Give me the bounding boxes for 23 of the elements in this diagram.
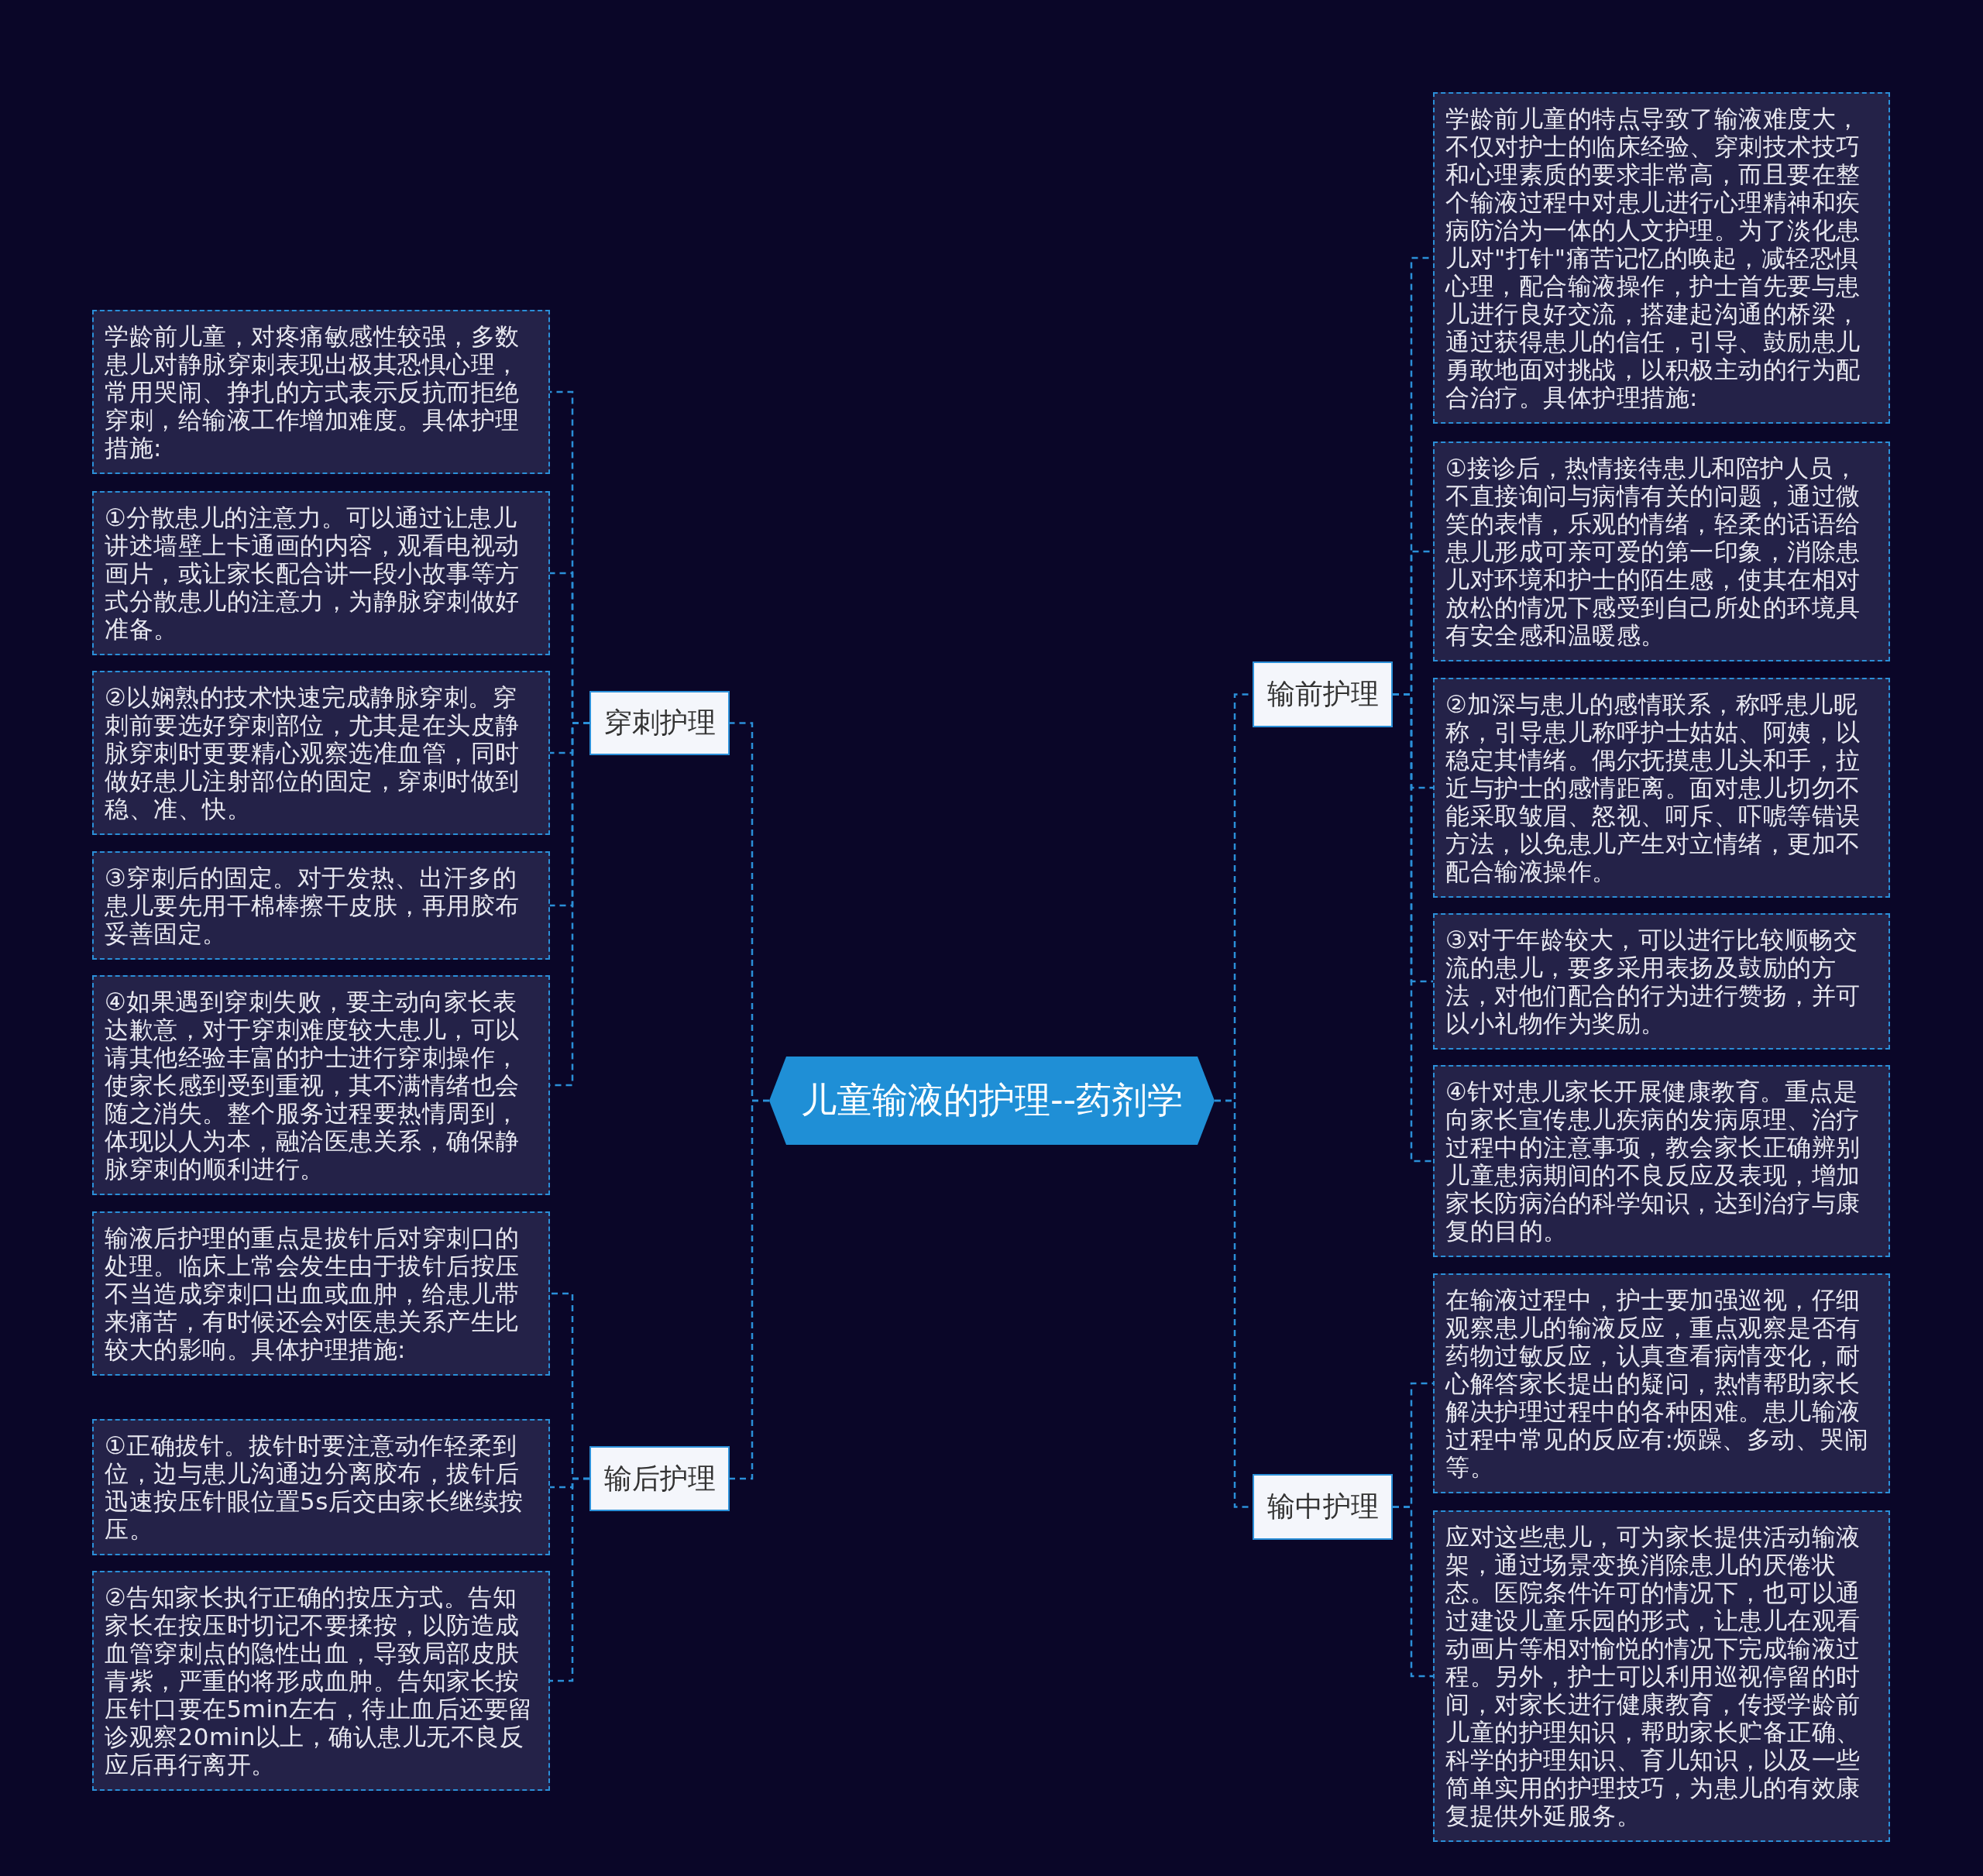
- note-box: ②以娴熟的技术快速完成静脉穿刺。穿刺前要选好穿刺部位，尤其是在头皮静脉穿刺时更要精心观察选准血管，同时做好患儿注射部位的固定，穿刺时做到稳、准、快。: [92, 671, 550, 835]
- note-box: ④针对患儿家长开展健康教育。重点是向家长宣传患儿疾病的发病原理、治疗过程中的注意事项，教会家长正确辨别儿童患病期间的不良反应及表现，增加家长防病治的科学知识，达到治疗与康复的目的。: [1433, 1065, 1890, 1257]
- note-box: ②告知家长执行正确的按压方式。告知家长在按压时切记不要揉按，以防造成血管穿刺点的隐性出血，导致局部皮肤青紫，严重的将形成血肿。告知家长按压针口要在5min左右，待止血后还要留诊观察20min以上，确认患儿无不良反应后再行离开。: [92, 1571, 550, 1791]
- branch-box: 输中护理: [1253, 1474, 1393, 1540]
- note-box: ③穿刺后的固定。对于发热、出汗多的患儿要先用干棉棒擦干皮肤，再用胶布妥善固定。: [92, 851, 550, 960]
- connector: [1393, 1506, 1433, 1678]
- note-box: 输液后护理的重点是拔针后对穿刺口的处理。临床上常会发生由于拔针后按压不当造成穿刺口出血或血肿，给患儿带来痛苦，有时候还会对医患关系产生比较大的影响。具体护理措施:: [92, 1211, 550, 1376]
- note-box: ①分散患儿的注意力。可以通过让患儿讲述墙壁上卡通画的内容，观看电视动画片，或让家长配合讲一段小故事等方式分散患儿的注意力，为静脉穿刺做好准备。: [92, 491, 550, 655]
- topic-hexagon: 儿童输液的护理--药剂学: [769, 1057, 1215, 1145]
- note-box: 在输液过程中，护士要加强巡视，仔细观察患儿的输液反应，重点观察是否有药物过敏反应，认真查看病情变化，耐心解答家长提出的疑问，热情帮助家长解决护理过程中的各种困难。患儿输液过程中常见的反应有:烦躁、多动、哭闹等。: [1433, 1273, 1890, 1493]
- note-box: ④如果遇到穿刺失败，要主动向家长表达歉意，对于穿刺难度较大患儿，可以请其他经验丰富的护士进行穿刺操作，使家长感到受到重视，其不满情绪也会随之消失。整个服务过程要热情周到，体现以人为本，融洽医患关系，确保静脉穿刺的顺利进行。: [92, 975, 550, 1195]
- note-box: 应对这些患儿，可为家长提供活动输液架，通过场景变换消除患儿的厌倦状态。医院条件许可的情况下，也可以通过建设儿童乐园的形式，让患儿在观看动画片等相对愉悦的情况下完成输液过程。另外，护士可以利用巡视停留的时间，对家长进行健康教育，传授学龄前儿童的护理知识，帮助家长贮备正确、科学的护理知识、育儿知识，以及一些简单实用的护理技巧，为患儿的有效康复提供外延服务。: [1433, 1510, 1890, 1842]
- note-box: ①接诊后，热情接待患儿和陪护人员，不直接询问与病情有关的问题，通过微笑的表情，乐观的情绪，轻柔的话语给患儿形成可亲可爱的第一印象，消除患儿对环境和护士的陌生感，使其在相对放松的情况下感受到自己所处的环境具有安全感和温暖感。: [1433, 442, 1890, 661]
- note-box: ①正确拔针。拔针时要注意动作轻柔到位，边与患儿沟通边分离胶布，拔针后迅速按压针眼位置5s后交由家长继续按压。: [92, 1419, 550, 1555]
- note-box: ②加深与患儿的感情联系，称呼患儿昵称，引导患儿称呼护士姑姑、阿姨，以稳定其情绪。偶尔抚摸患儿头和手，拉近与护士的感情距离。面对患儿切勿不能采取皱眉、怒视、呵斥、吓唬等错误方法，以免患儿产生对立情绪，更加不配合输液操作。: [1433, 678, 1890, 898]
- branch-box: 输前护理: [1253, 661, 1393, 727]
- note-box: 学龄前儿童的特点导致了输液难度大，不仅对护士的临床经验、穿刺技术技巧和心理素质的要求非常高，而且要在整个输液过程中对患儿进行心理精神和疾病防治为一体的人文护理。为了淡化患儿对"打针"痛苦记忆的唤起，减轻恐惧心理，配合输液操作，护士首先要与患儿进行良好交流，搭建起沟通的桥梁，通过获得患儿的信任，引导、鼓励患儿勇敢地面对挑战，以积极主动的行为配合治疗。具体护理措施:: [1433, 92, 1890, 424]
- note-box: ③对于年龄较大，可以进行比较顺畅交流的患儿，要多采用表扬及鼓励的方法，对他们配合的行为进行赞扬，并可以小礼物作为奖励。: [1433, 913, 1890, 1050]
- connector: [730, 1099, 769, 1480]
- connector: [550, 1477, 589, 1682]
- note-box: 学龄前儿童，对疼痛敏感性较强，多数患儿对静脉穿刺表现出极其恐惧心理，常用哭闹、挣扎的方式表示反抗而拒绝穿刺，给输液工作增加难度。具体护理措施:: [92, 310, 550, 474]
- branch-box: 穿刺护理: [589, 691, 730, 755]
- branch-box: 输后护理: [589, 1446, 730, 1511]
